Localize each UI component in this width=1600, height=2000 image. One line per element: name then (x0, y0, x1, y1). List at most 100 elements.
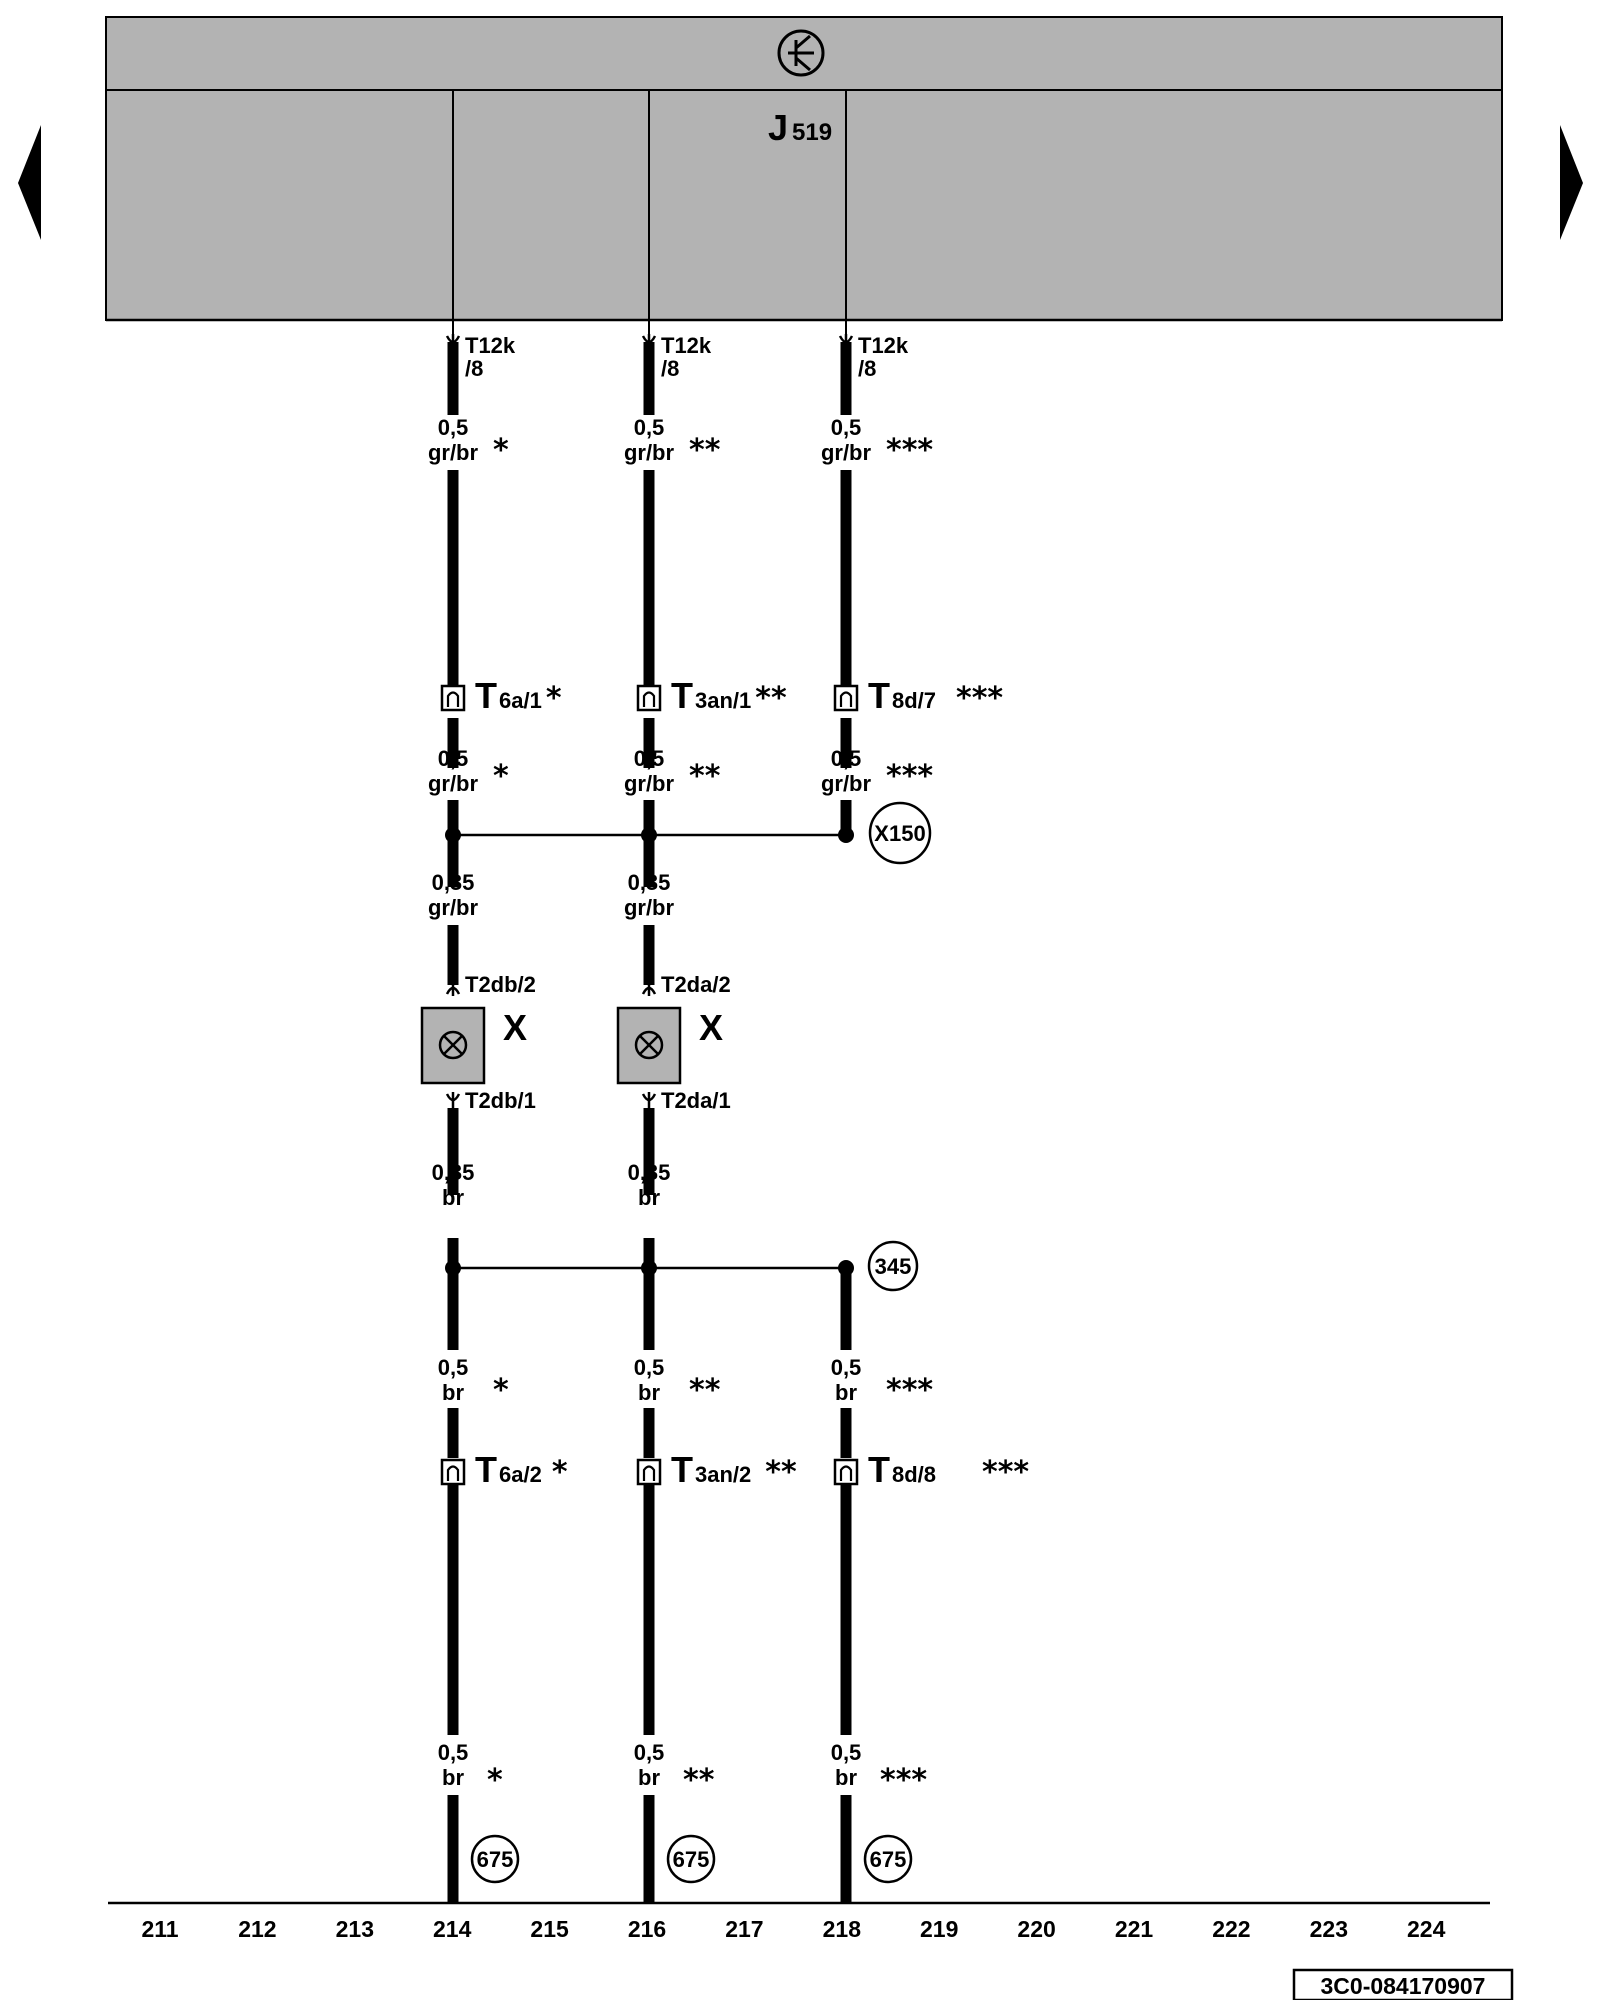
wire-color-label: br (638, 1185, 660, 1210)
wire-column: T12k/80,5gr/br***T8d/7***0,5gr/br***0,5b… (821, 333, 1029, 1884)
plug-label: T6a/1* (475, 675, 562, 716)
wire-columns: T12k/80,5gr/br*T6a/1*0,5gr/br*0,35gr/brT… (420, 333, 1029, 1884)
wire-color-label: gr/br (821, 440, 872, 465)
plug-label: T8d/7*** (868, 675, 1003, 716)
axis-tick-label: 214 (433, 1916, 472, 1942)
previous-page-arrow-icon[interactable] (18, 125, 41, 240)
pin-connector-icon (445, 1092, 461, 1108)
page-reference-label: 675 (870, 1847, 907, 1872)
wire-color-label: br (442, 1765, 464, 1790)
lamp-bulb[interactable] (616, 1006, 682, 1085)
wire-color-label: br (835, 1765, 857, 1790)
wire-color-label: gr/br (624, 895, 675, 920)
junction-ref-x150[interactable]: X150 (868, 801, 932, 865)
wire-size-label: 0,5 (634, 415, 665, 440)
wire-size-label: 0,5 (438, 415, 469, 440)
connector-pin-label: /8 (858, 356, 876, 381)
next-page-arrow-icon[interactable] (1560, 125, 1583, 240)
plug-label: T6a/2* (475, 1449, 568, 1490)
wire-size-label: 0,5 (438, 1355, 469, 1380)
variant-mark: ** (683, 1763, 715, 1798)
wire-size-label: 0,35 (432, 870, 475, 895)
page-reference[interactable]: 675 (666, 1834, 716, 1884)
bulb-label: X (503, 1007, 527, 1048)
wire-size-label: 0,35 (628, 1160, 671, 1185)
splice-dot (445, 1260, 461, 1276)
wire-color-label: br (638, 1765, 660, 1790)
variant-mark: * (493, 759, 509, 794)
wire-column: T12k/80,5gr/br*T6a/1*0,5gr/br*0,35gr/brT… (420, 333, 568, 1884)
wire-column: T12k/80,5gr/br**T3an/1**0,5gr/br**0,35gr… (616, 333, 797, 1884)
page-reference[interactable]: 675 (863, 1834, 913, 1884)
page-reference-label: 675 (477, 1847, 514, 1872)
wire-color-label: br (442, 1185, 464, 1210)
bulb-pin-label: T2da/2 (661, 972, 731, 997)
variant-mark: * (487, 1763, 503, 1798)
axis-tick-label: 222 (1212, 1916, 1250, 1942)
wire-size-label: 0,5 (831, 415, 862, 440)
axis-tick-label: 221 (1115, 1916, 1154, 1942)
wire-color-label: gr/br (428, 895, 479, 920)
bulb-pin-label: T2da/1 (661, 1088, 731, 1113)
connector-label: T12k (661, 333, 712, 358)
svg-text:X150: X150 (874, 821, 925, 846)
connector-pin-label: /8 (661, 356, 679, 381)
page-reference[interactable]: 675 (470, 1834, 520, 1884)
connector-label: T12k (465, 333, 516, 358)
pin-connector-icon (641, 1092, 657, 1108)
axis-tick-label: 218 (823, 1916, 862, 1942)
wire-color-label: gr/br (428, 440, 479, 465)
pin-connector-icon (641, 334, 657, 350)
wire-segments (447, 342, 852, 1903)
wire-color-label: br (442, 1380, 464, 1405)
wire-size-label: 0,35 (432, 1160, 475, 1185)
document-code-box: 3C0-084170907 (1292, 1968, 1514, 2000)
axis-tick-label: 219 (920, 1916, 958, 1942)
wire-size-label: 0,5 (438, 746, 469, 771)
variant-mark: ** (689, 1373, 721, 1408)
wire-color-label: br (638, 1380, 660, 1405)
axis-tick-label: 216 (628, 1916, 666, 1942)
svg-text:345: 345 (875, 1254, 912, 1279)
plug-label: T8d/8*** (868, 1449, 1029, 1490)
axis-tick-label: 220 (1017, 1916, 1055, 1942)
wire-size-label: 0,5 (831, 746, 862, 771)
wire-size-label: 0,5 (634, 746, 665, 771)
plug-label: T3an/2** (671, 1449, 797, 1490)
ground-transistor-icon (777, 29, 825, 77)
variant-mark: * (493, 1373, 509, 1408)
wire-color-label: gr/br (624, 771, 675, 796)
plug-label: T3an/1** (671, 675, 787, 716)
variant-mark: *** (886, 433, 933, 468)
connector-pin-label: /8 (465, 356, 483, 381)
wire-size-label: 0,35 (628, 870, 671, 895)
axis-tick-label: 224 (1407, 1916, 1446, 1942)
connector-label: T12k (858, 333, 909, 358)
pin-connector-icon (641, 980, 657, 996)
wire-size-label: 0,5 (634, 1740, 665, 1765)
axis-tick-label: 223 (1310, 1916, 1348, 1942)
wire-color-label: br (835, 1380, 857, 1405)
svg-text:3C0-084170907: 3C0-084170907 (1321, 1973, 1486, 1999)
splice-dot (838, 1260, 854, 1276)
junction-ref-345[interactable]: 345 (867, 1240, 919, 1292)
plug-connector-icon (636, 684, 662, 712)
plug-connector-icon (833, 684, 859, 712)
axis-tick-label: 211 (141, 1916, 178, 1942)
wire-size-label: 0,5 (831, 1355, 862, 1380)
wire-color-label: gr/br (428, 771, 479, 796)
lamp-bulb[interactable] (420, 1006, 486, 1085)
variant-mark: ** (689, 759, 721, 794)
wire-size-label: 0,5 (438, 1740, 469, 1765)
wire-size-label: 0,5 (831, 1740, 862, 1765)
bulb-icon (634, 1030, 664, 1060)
axis-tick-label: 215 (530, 1916, 569, 1942)
plug-connector-icon (833, 1458, 859, 1486)
wire-color-label: gr/br (624, 440, 675, 465)
splice-dot (838, 827, 854, 843)
pin-connector-icon (838, 334, 854, 350)
